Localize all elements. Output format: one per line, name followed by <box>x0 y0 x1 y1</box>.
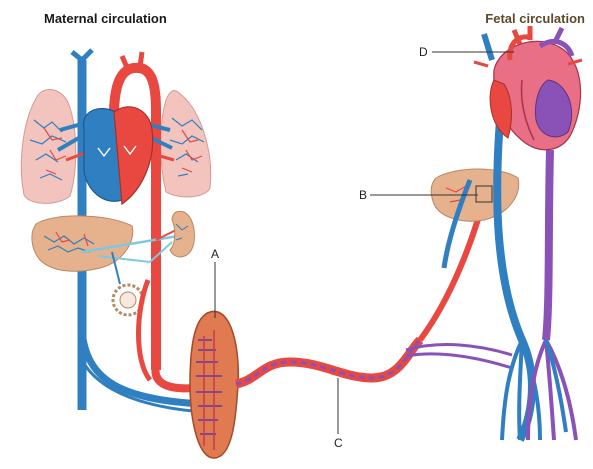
maternal-left-lung <box>20 89 77 204</box>
fetal-aortic-arch <box>507 26 533 61</box>
umbilical-vein-core <box>235 338 422 386</box>
umbilical-artery-1 <box>405 343 513 357</box>
fetal-heart-right-atrium <box>489 79 512 139</box>
maternal-kidney <box>169 210 195 258</box>
umbilical-cord <box>234 336 424 389</box>
maternal-circulation-title: Maternal circulation <box>44 11 167 26</box>
maternal-pulmonary-vessels <box>56 118 173 152</box>
fetal-circulation-title: Fetal circulation <box>485 11 585 26</box>
umbilical-artery-2 <box>405 352 513 370</box>
fetal-pulmonary-trunk <box>538 26 575 57</box>
maternal-right-lung <box>160 90 212 198</box>
maternal-aorta-branches <box>119 51 145 71</box>
fetal-heart-left-ventricle <box>535 79 573 138</box>
label-a: A <box>211 247 220 261</box>
intestine-core <box>119 291 137 309</box>
label-c: C <box>334 436 343 450</box>
lung-capillaries <box>29 117 205 181</box>
maternal-superior-vein <box>70 48 94 62</box>
label-b: B <box>359 188 368 202</box>
label-d: D <box>419 45 428 59</box>
fetal-liver-vessels <box>445 185 467 203</box>
maternal-vein-from-placenta <box>78 329 205 408</box>
fetal-superior-vena-cava <box>481 33 495 61</box>
fetal-lower-vessels <box>500 339 578 441</box>
maternal-heart-left <box>113 106 154 206</box>
portal-branch <box>97 241 173 264</box>
maternal-artery-loop <box>136 279 153 382</box>
fetal-hepatic-vein <box>441 179 473 269</box>
fetal-heart-septum <box>520 79 535 141</box>
maternal-artery-to-placenta <box>151 364 197 393</box>
hepatic-portal-vessel <box>81 232 191 254</box>
kidney-capillaries <box>175 223 189 241</box>
ductus-venosus-box <box>475 185 493 203</box>
maternal-heart-valves <box>97 145 137 158</box>
liver-capillaries <box>43 231 95 253</box>
mesenteric-vessel <box>111 251 121 285</box>
fetal-inferior-vena-cava <box>493 119 536 442</box>
maternal-aorta-arch <box>108 62 161 370</box>
renal-artery <box>155 229 177 241</box>
maternal-liver <box>31 215 134 272</box>
fetal-descending-aorta <box>542 149 554 341</box>
placenta-villi <box>196 330 222 450</box>
fetal-pulmonary-vessels <box>473 58 583 68</box>
maternal-vein-extra <box>80 359 205 414</box>
